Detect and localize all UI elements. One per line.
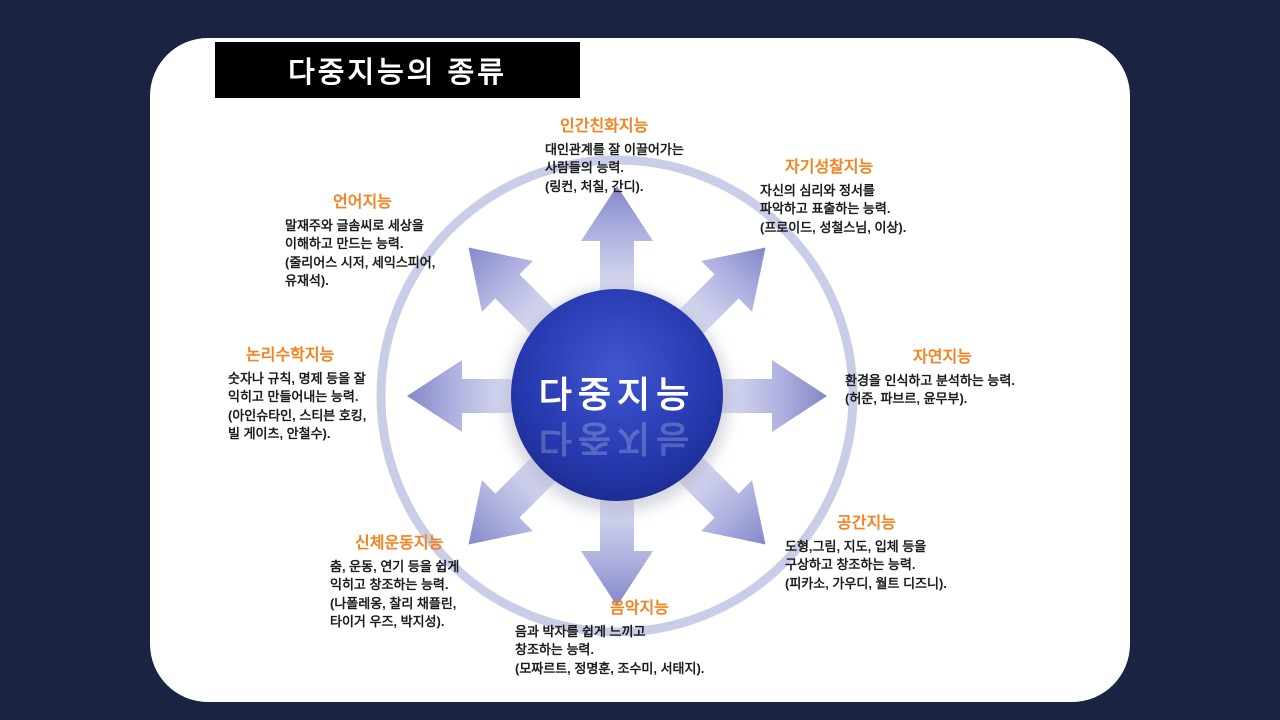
node-description: 춤, 운동, 연기 등을 쉽게 익히고 창조하는 능력. (나폴레옹, 찰리 채…: [330, 559, 460, 630]
node-spatial: 공간지능 도형,그림, 지도, 입체 등을 구상하고 창조하는 능력. (피카소…: [785, 509, 947, 593]
node-logical-mathematical: 논리수학지능 숫자나 규칙, 명제 등을 잘 익히고 만들어내는 능력. (아인…: [228, 341, 366, 444]
node-description: 환경을 인식하고 분석하는 능력. (허준, 파브르, 윤무부).: [845, 373, 1015, 407]
arrow-left: [407, 360, 514, 432]
arrow-right: [720, 360, 827, 432]
node-bodily-kinesthetic: 신체운동지능 춤, 운동, 연기 등을 쉽게 익히고 창조하는 능력. (나폴레…: [330, 529, 459, 632]
node-title: 자기성찰지능: [785, 159, 874, 176]
node-title: 인간친화지능: [560, 118, 649, 135]
node-description: 도형,그림, 지도, 입체 등을 구상하고 창조하는 능력. (피카소, 가우디…: [785, 539, 947, 591]
slide-title: 다중지능의 종류: [288, 57, 507, 89]
arrow-up: [581, 186, 653, 293]
node-description: 말재주와 글솜씨로 세상을 이해하고 만드는 능력. (줄리어스 시저, 세익스…: [285, 218, 436, 289]
node-description: 자신의 심리와 정서를 파악하고 표출하는 능력. (프로이드, 성철스님, 이…: [760, 183, 907, 235]
outer-ring: [376, 155, 858, 637]
slide-title-bar: 다중지능의 종류: [215, 42, 580, 98]
node-interpersonal: 인간친화지능 대인관계를 잘 이끌어가는 사람들의 능력. (링컨, 처칠, 간…: [545, 112, 684, 196]
node-title: 자연지능: [913, 349, 972, 366]
node-title: 논리수학지능: [246, 347, 335, 364]
node-naturalist: 자연지능 환경을 인식하고 분석하는 능력. (허준, 파브르, 윤무부).: [845, 343, 1015, 409]
node-description: 숫자나 규칙, 명제 등을 잘 익히고 만들어내는 능력. (아인슈타인, 스티…: [228, 371, 367, 442]
center-circle: [511, 289, 723, 501]
node-linguistic: 언어지능 말재주와 글솜씨로 세상을 이해하고 만드는 능력. (줄리어스 시저…: [285, 188, 435, 291]
arrow-down: [581, 499, 653, 606]
node-title: 언어지능: [333, 194, 392, 211]
node-musical: 음악지능 음과 박자를 쉽게 느끼고 창조하는 능력. (모짜르트, 정명훈, …: [515, 594, 704, 678]
node-intrapersonal: 자기성찰지능 자신의 심리와 정서를 파악하고 표출하는 능력. (프로이드, …: [760, 153, 906, 237]
node-description: 음과 박자를 쉽게 느끼고 창조하는 능력. (모짜르트, 정명훈, 조수미, …: [515, 624, 705, 676]
center-label: 다중지능: [538, 374, 696, 415]
node-title: 공간지능: [837, 515, 896, 532]
center-label-reflection: 다중지능: [538, 418, 696, 459]
node-description: 대인관계를 잘 이끌어가는 사람들의 능력. (링컨, 처칠, 간디).: [545, 142, 684, 194]
node-title: 음악지능: [610, 600, 669, 617]
node-title: 신체운동지능: [355, 535, 444, 552]
